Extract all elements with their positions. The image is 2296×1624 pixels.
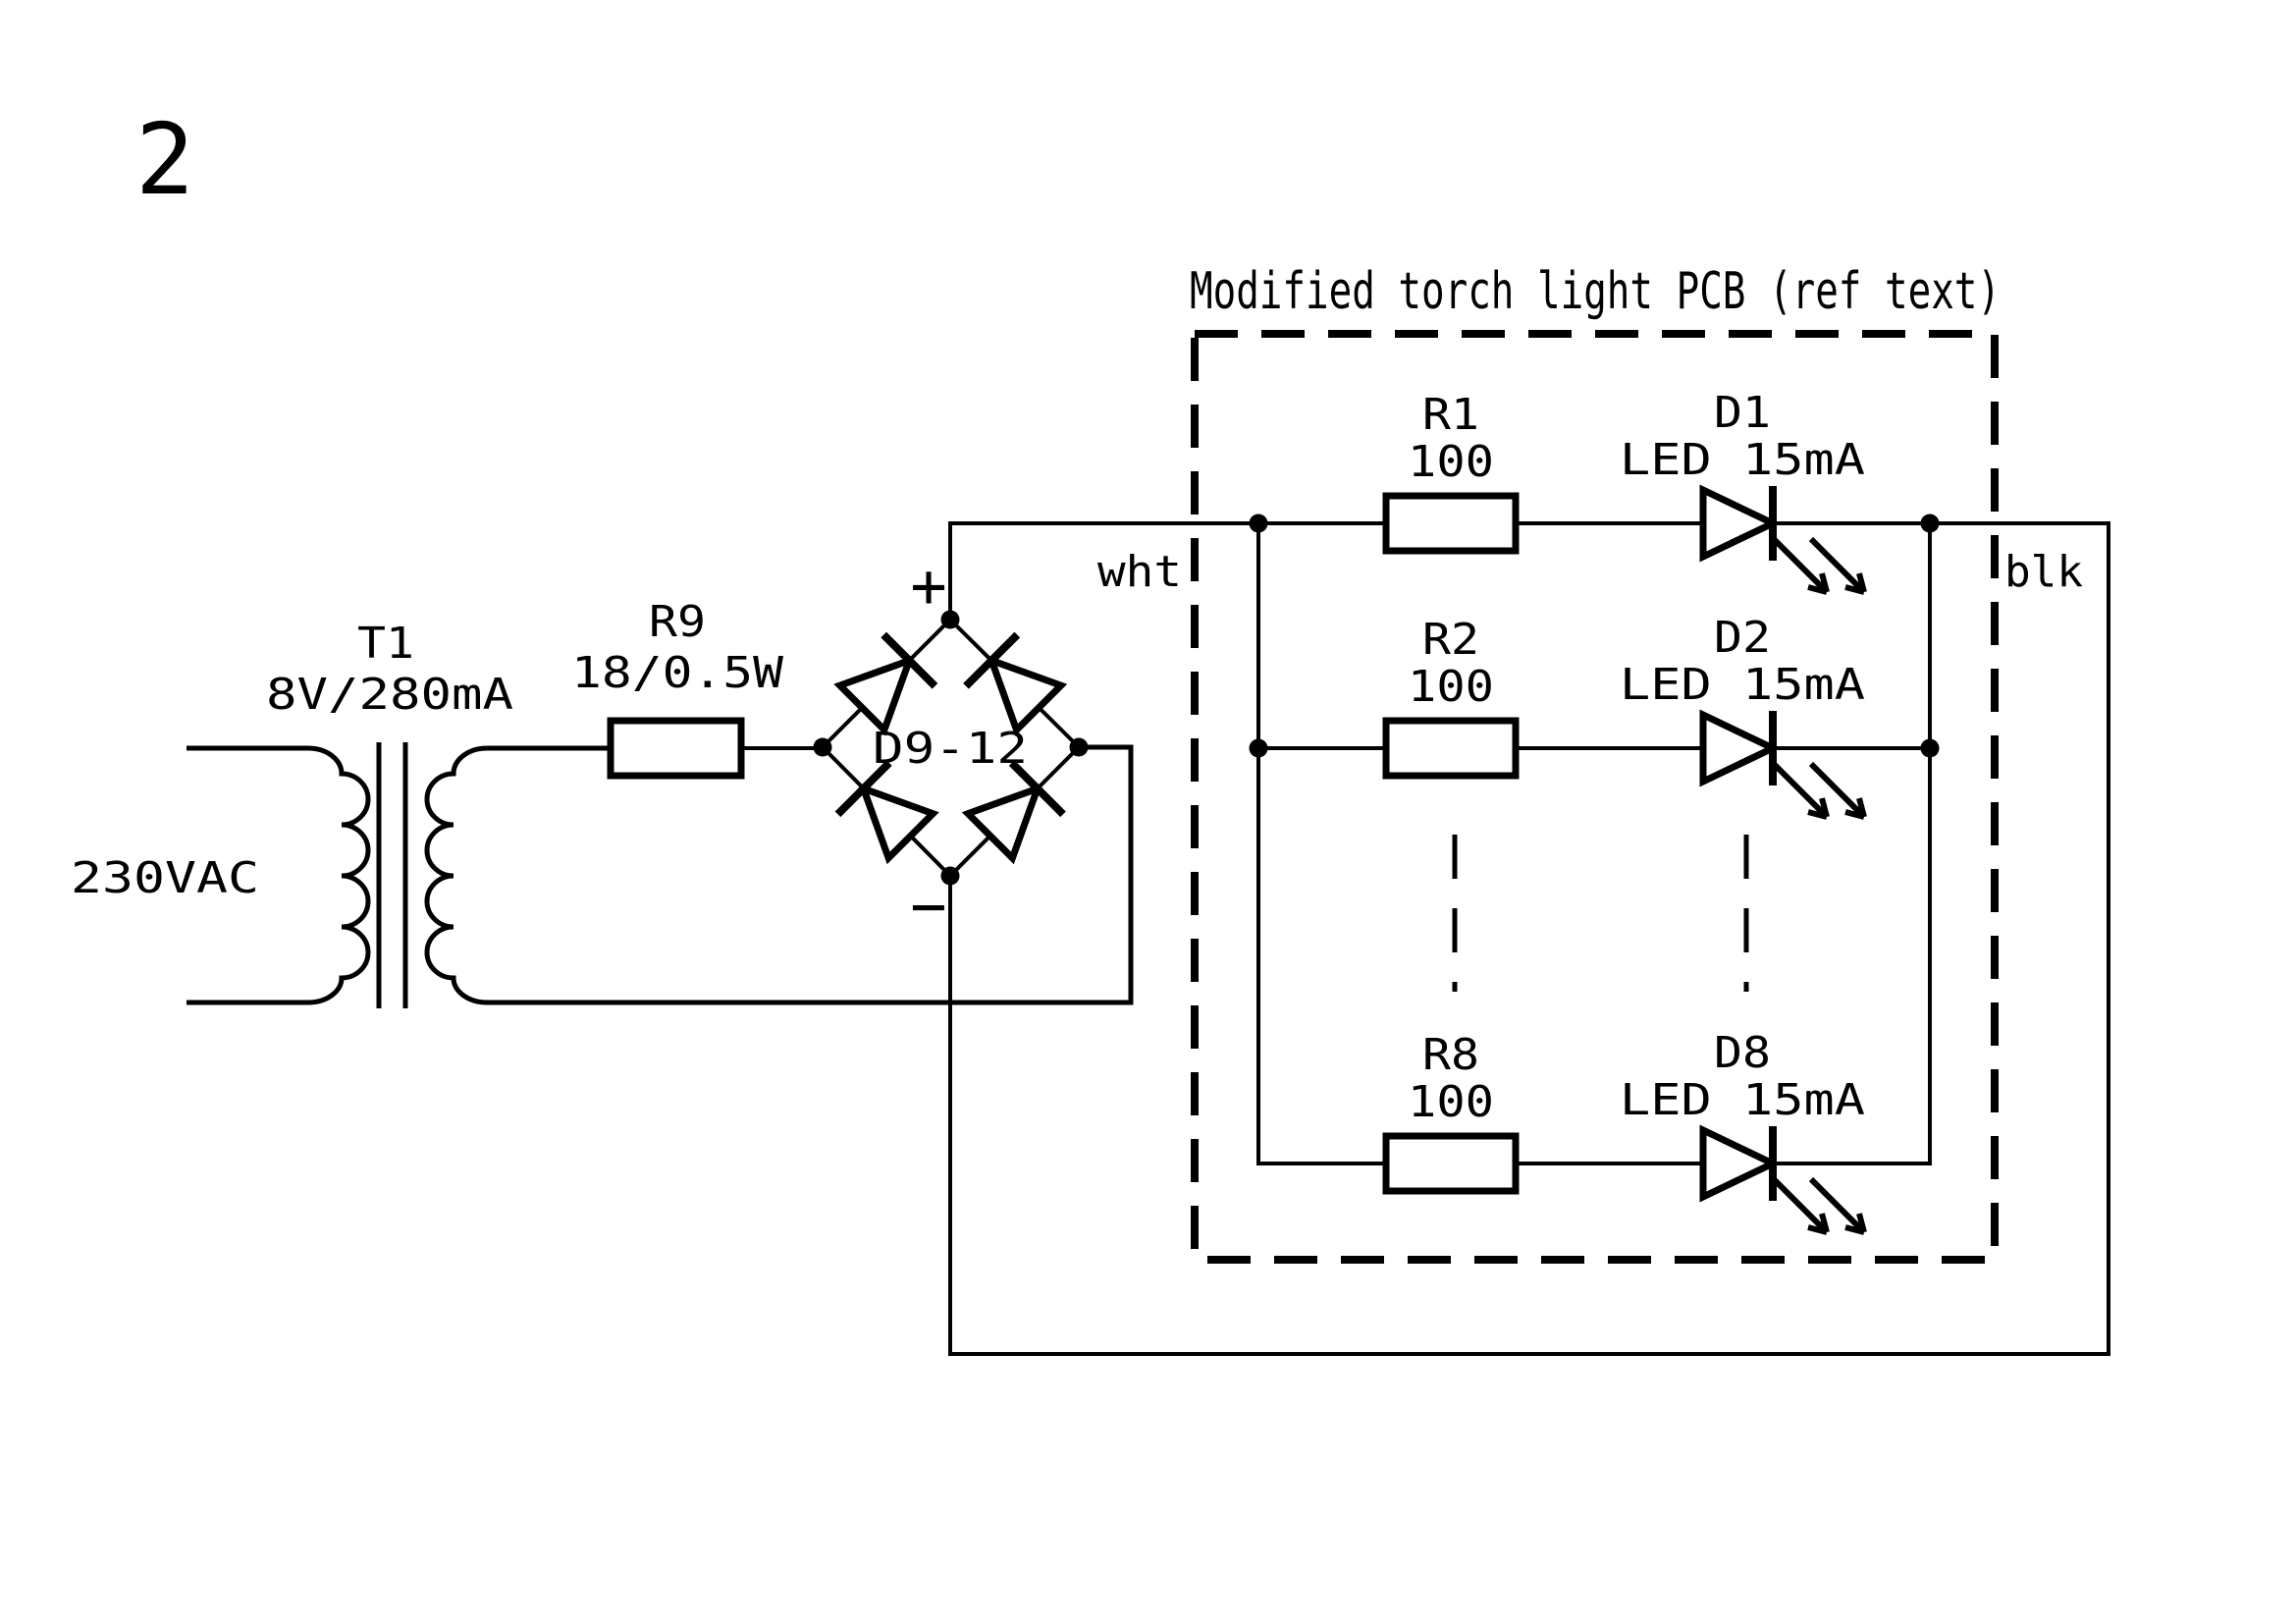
resistor-r9: R9 18/0.5W (571, 597, 823, 780)
resistor-r9-body (607, 717, 745, 780)
branch-2-led-value-label: LED 15mA (1620, 660, 1865, 710)
bridge-minus-label: − (910, 870, 946, 942)
secondary-coil (424, 744, 1134, 1005)
branch-2-resistor-body (1382, 717, 1520, 780)
bridge-plus-label: + (910, 550, 946, 622)
branch-8-led-icon (1699, 1124, 1867, 1235)
wire-outer-loop (948, 521, 2110, 1356)
branch-1-resistor-value-label: 100 (1408, 437, 1494, 487)
branch-2-resistor-value-label: 100 (1408, 662, 1494, 712)
figure-number: 2 (135, 102, 194, 217)
branch-1-resistor-body (1382, 492, 1520, 555)
branch-row-2: R2 100 D2 LED 15mA (1382, 613, 1867, 820)
wire-left-bus (1256, 523, 1386, 1165)
led-arrows (1771, 761, 1867, 820)
wire-right-bus (1773, 523, 1932, 1165)
branch-1-led-ref-label: D1 (1714, 388, 1771, 438)
bridge-diode-icon (834, 760, 939, 865)
branch-1-led-icon (1699, 484, 1867, 595)
bridge-diode-icon (833, 631, 938, 736)
led-arrows (1771, 1176, 1867, 1235)
bridge-rectifier: D9-12 + − (821, 550, 1081, 942)
branch-2-led-icon (1699, 709, 1867, 820)
transformer-t1: T1 8V/280mA 230VAC (71, 619, 1134, 1008)
mains-voltage-label: 230VAC (71, 853, 259, 903)
branch-1-led-value-label: LED 15mA (1620, 435, 1865, 485)
junction-dot (813, 737, 832, 757)
branch-2-resistor-ref-label: R2 (1422, 615, 1479, 665)
junction-dot (1249, 738, 1268, 758)
branch-row-8: R8 100 D8 LED 15mA (1382, 1028, 1867, 1235)
branch-8-led-ref-label: D8 (1714, 1028, 1771, 1078)
junction-dot (1920, 738, 1940, 758)
led-arrows (1771, 536, 1867, 595)
dc-wiring: wht blk (948, 521, 2110, 1356)
branch-1-resistor-ref-label: R1 (1422, 390, 1479, 440)
branch-8-resistor-value-label: 100 (1408, 1077, 1494, 1127)
junction-dots (813, 514, 1940, 886)
branch-row-1: R1 100 D1 LED 15mA (1382, 388, 1867, 595)
wire-plus-rail (948, 521, 1386, 620)
branch-8-led-value-label: LED 15mA (1620, 1075, 1865, 1125)
branch-8-resistor-ref-label: R8 (1422, 1030, 1479, 1080)
bridge-diode-icon (963, 631, 1068, 736)
bridge-ref-label: D9-12 (873, 724, 1028, 774)
resistor-r9-ref-label: R9 (649, 597, 706, 647)
pcb-outline: Modified torch light PCB (ref text) (1190, 262, 2001, 1264)
transformer-rating-label: 8V/280mA (266, 670, 513, 720)
branch-2-led-ref-label: D2 (1714, 613, 1771, 663)
wht-label: wht (1097, 547, 1182, 597)
pcb-title: Modified torch light PCB (ref text) (1190, 262, 2001, 321)
pcb-border (1191, 330, 1999, 1264)
branch-8-resistor-body (1382, 1132, 1520, 1195)
junction-dot (1249, 514, 1268, 533)
transformer-ref-label: T1 (357, 619, 414, 669)
junction-dot (1069, 737, 1089, 757)
primary-coil (187, 745, 371, 1005)
junction-dot (1920, 514, 1940, 533)
junction-dot (940, 610, 960, 629)
junction-dot (940, 866, 960, 886)
blk-label: blk (2004, 547, 2083, 597)
resistor-r9-value-label: 18/0.5W (571, 648, 784, 698)
bridge-diode-icon (961, 760, 1066, 865)
